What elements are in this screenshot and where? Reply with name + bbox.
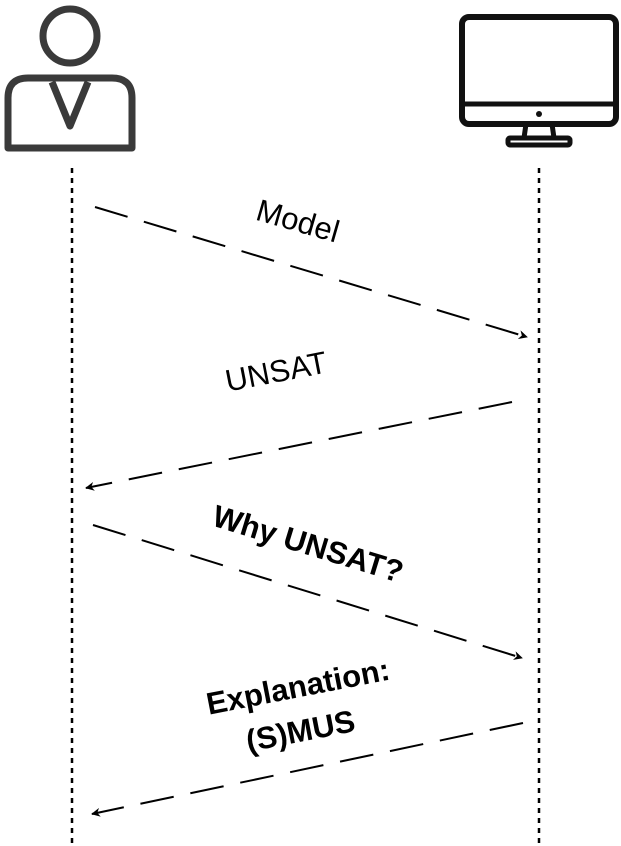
- message-arrow-model: [94, 206, 528, 339]
- message-label-unsat: UNSAT: [222, 345, 330, 399]
- monitor-icon: [459, 14, 619, 148]
- message-arrow-why-unsat: [92, 524, 523, 660]
- user-icon: [4, 5, 136, 152]
- message-arrow-unsat: [85, 401, 513, 491]
- message-label-why-unsat: Why UNSAT?: [209, 498, 408, 589]
- message-arrow-explanation: [91, 722, 524, 817]
- message-label-model: Model: [252, 192, 343, 249]
- message-label-explanation: Explanation:: [203, 652, 392, 722]
